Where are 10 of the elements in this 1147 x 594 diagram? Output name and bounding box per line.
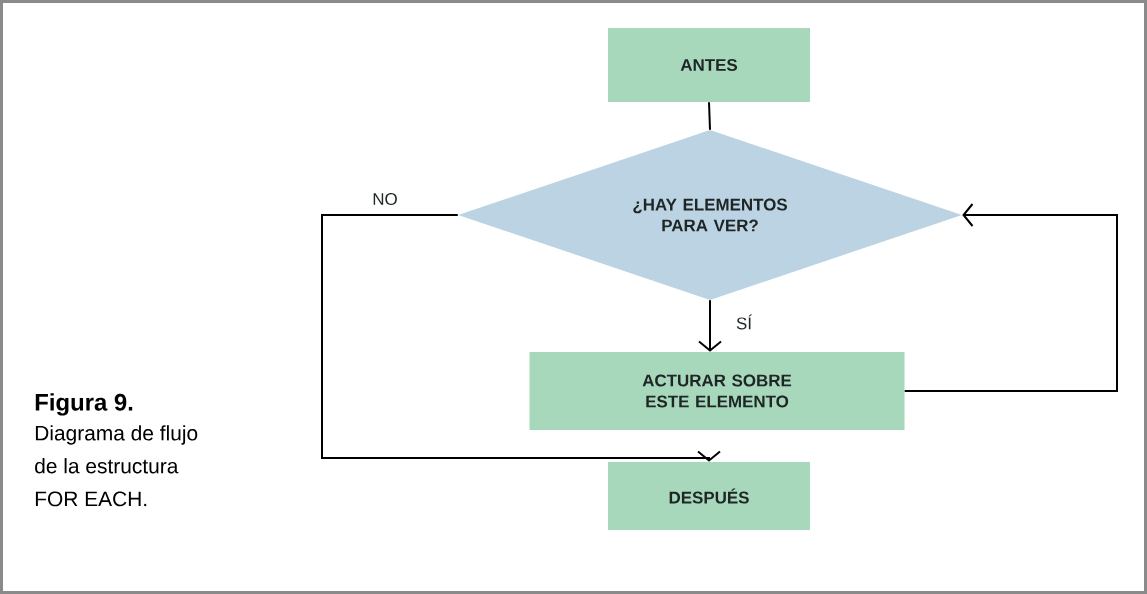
process-box: ACTURAR SOBRE ESTE ELEMENTO	[529, 352, 905, 430]
edge-label: NO	[371, 192, 399, 206]
figure-caption: Diagrama de flujo de la estructura FOR EACH.	[35, 425, 198, 507]
process-box: DESPUÉS	[608, 462, 810, 530]
process-box: ANTES	[608, 28, 810, 102]
arrow	[903, 203, 1118, 392]
arrow	[698, 299, 722, 352]
figure-number: Figura 9.	[35, 393, 133, 416]
edge-label: SÍ	[735, 313, 753, 331]
arrow	[321, 214, 721, 462]
